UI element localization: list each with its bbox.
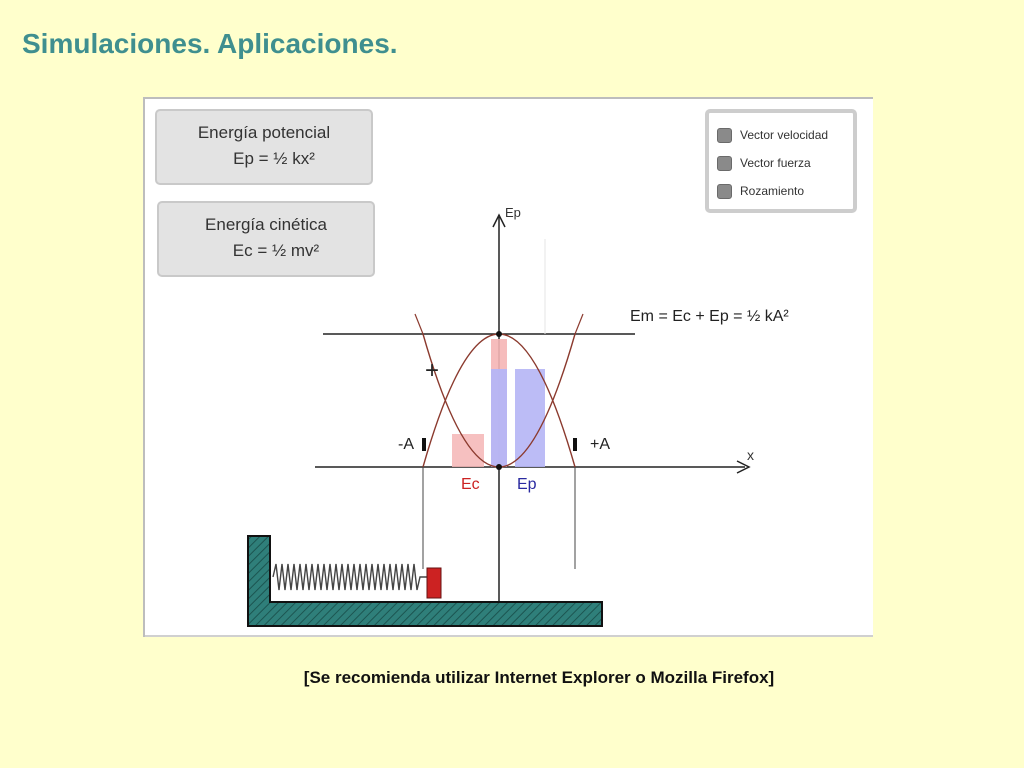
option-label: Vector fuerza — [740, 156, 811, 170]
y-axis-label: Ep — [505, 205, 521, 220]
option-label: Vector velocidad — [740, 128, 829, 142]
pos-amplitude-label: +A — [590, 436, 610, 453]
neg-amplitude-label: -A — [398, 436, 414, 453]
origin-point — [496, 464, 502, 470]
ec-bar-label: Ec — [461, 476, 480, 493]
option-label: Rozamiento — [740, 184, 805, 198]
option-vector-fuerza[interactable]: Vector fuerza — [717, 149, 853, 177]
x-axis-label: x — [747, 447, 754, 463]
spring-icon — [272, 563, 427, 591]
option-vector-velocidad[interactable]: Vector velocidad — [717, 121, 853, 149]
energy-graph: Ep x Em = Ec + Ep = ½ kA² -A +A Ec Ep + — [247, 205, 789, 627]
kinetic-energy-formula: Ec = ½ mv² — [232, 241, 320, 260]
potential-energy-title: Energía potencial — [197, 123, 331, 142]
energy-equation: Em = Ec + Ep = ½ kA² — [630, 308, 789, 325]
spring-apparatus — [247, 535, 603, 627]
y-axis-arrow — [492, 213, 506, 228]
pos-amplitude-tick — [573, 438, 577, 451]
checkbox-rozamiento[interactable] — [717, 183, 732, 199]
ep-bar — [515, 369, 545, 467]
wall-and-floor — [247, 535, 603, 627]
options-panel: Vector velocidad Vector fuerza Rozamient… — [705, 109, 857, 213]
potential-energy-formula: Ep = ½ kx² — [233, 149, 315, 168]
mass-block[interactable] — [426, 567, 442, 599]
ep-bar-label: Ep — [517, 476, 537, 493]
slide-title: Simulaciones. Aplicaciones. — [22, 28, 398, 59]
ep-bar-center — [491, 369, 507, 467]
browser-recommendation: [Se recomienda utilizar Internet Explore… — [303, 668, 775, 687]
kinetic-energy-box[interactable]: Energía cinética Ec = ½ mv² — [157, 201, 375, 277]
potential-curve-right-ext — [574, 313, 584, 335]
panel-bottom-border — [145, 635, 873, 637]
checkbox-vector-velocidad[interactable] — [717, 127, 732, 143]
simulation-panel: Ep x Em = Ec + Ep = ½ kA² -A +A Ec Ep + … — [143, 97, 873, 637]
kinetic-energy-title: Energía cinética — [205, 215, 327, 234]
potential-curve-left-ext — [414, 313, 424, 335]
neg-amplitude-tick — [422, 438, 426, 451]
top-point — [496, 331, 502, 337]
ec-bar-small — [452, 434, 484, 467]
checkbox-vector-fuerza[interactable] — [717, 155, 732, 171]
option-rozamiento[interactable]: Rozamiento — [717, 177, 853, 205]
x-axis-arrow — [736, 460, 751, 474]
plus-sign: + — [425, 357, 439, 384]
potential-energy-box[interactable]: Energía potencial Ep = ½ kx² — [155, 109, 373, 185]
